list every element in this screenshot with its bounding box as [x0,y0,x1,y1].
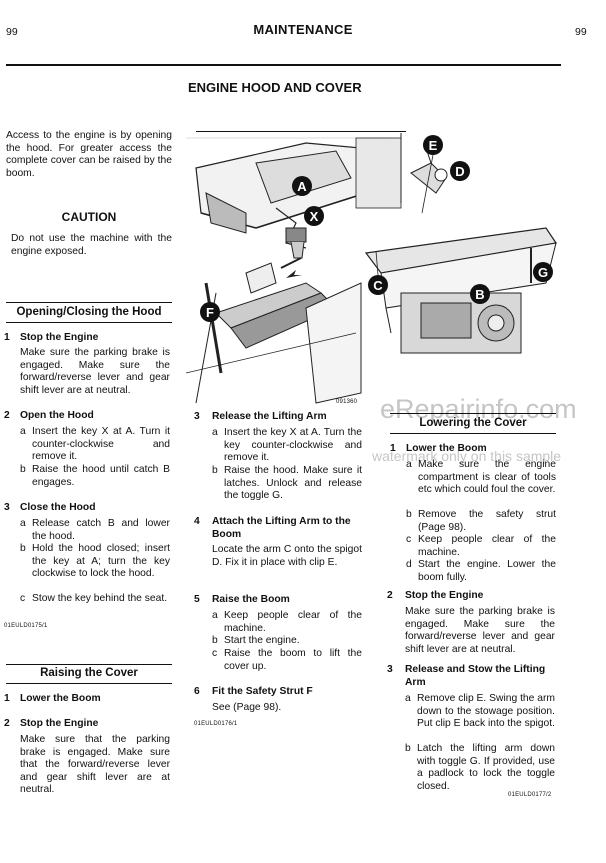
page-header: MAINTENANCE [253,22,353,37]
lowering-step-2-number: 2 [387,590,393,601]
opening-step-1-text: Make sure the parking brake is engaged. … [20,347,170,396]
raising-step-2-title: Stop the Engine [20,718,99,729]
opening-step-1-title: Stop the Engine [20,332,99,343]
raising-step-6-number: 6 [194,686,200,697]
figure-top-rule [196,131,406,132]
lowering-rule [390,413,556,414]
caution-title: CAUTION [61,210,117,224]
callout-a: A [292,176,312,196]
caution-text: Do not use the machine with the engine e… [11,233,172,257]
raising-step-2-number: 2 [4,718,10,729]
callout-b: B [470,284,490,304]
callout-c: C [368,275,388,295]
opening-step-1-number: 1 [4,332,10,343]
hood-closeup-drawing [186,137,402,259]
opening-step-2-title: Open the Hood [20,410,94,421]
lowering-step-1-title: Lower the Boom [406,443,487,454]
watermark-sub: watermark only on this sample [372,448,562,464]
opening-rule [6,302,172,303]
lowering-step-3-number: 3 [387,664,393,675]
opening-rule-bottom [6,322,172,323]
intro-text: Access to the engine is by opening the h… [6,130,172,179]
lowering-step-2-text: Make sure the parking brake is engaged. … [405,606,555,655]
raising-step-4-number: 4 [194,516,200,527]
raising-step-3-number: 3 [194,411,200,422]
raising-step-4-title: Attach the Lifting Arm to the Boom [212,516,351,540]
page-title: ENGINE HOOD AND COVER [188,80,362,95]
callout-f: F [200,302,220,322]
raising-code: 01EULD0176/1 [194,721,238,727]
raising-step-5-title: Raise the Boom [212,594,290,605]
opening-step-3-number: 3 [4,502,10,513]
raising-step-5-number: 5 [194,594,200,605]
opening-section-title: Opening/Closing the Hood [16,306,162,318]
lowering-rule-bottom [390,433,556,434]
figure-code: 091360 [336,399,358,405]
opening-step-2-number: 2 [4,410,10,421]
svg-text:C: C [373,278,383,293]
lowering-step-3-title: Release and Stow the Lifting Arm [405,664,546,688]
lowering-step-1-number: 1 [390,443,396,454]
raising-step-1-title: Lower the Boom [20,693,101,704]
raising-step-6-text: See (Page 98). [212,702,282,713]
raising-step-3-title: Release the Lifting Arm [212,411,327,422]
svg-text:F: F [206,305,214,320]
callout-e: E [423,135,443,155]
callout-x: X [304,206,324,226]
raising-step-6-title: Fit the Safety Strut F [212,686,313,697]
svg-text:E: E [429,138,438,153]
svg-text:X: X [310,209,319,224]
page-number-right: 99 [575,26,587,38]
engine-hood-illustration: A X E D C B G F [186,133,558,404]
lowering-step-2-title: Stop the Engine [405,590,484,601]
raising-step-2-text: Make sure that the parking brake is enga… [20,734,170,796]
svg-text:D: D [455,164,464,179]
lowering-section-title: Lowering the Cover [419,417,527,429]
raising-section-title: Raising the Cover [40,667,138,679]
svg-text:A: A [297,179,307,194]
raised-cover-drawing [364,227,558,354]
header-rule [6,64,561,66]
raising-rule [6,664,172,665]
watermark-main: eRepairinfo.com [380,394,577,424]
svg-text:B: B [475,287,484,302]
raising-step-1-number: 1 [4,693,10,704]
boom-lifting-arm-drawing [186,257,362,404]
lowering-code: 01EULD0177/2 [508,792,552,798]
svg-text:G: G [538,265,548,280]
opening-step-3-title: Close the Hood [20,502,96,513]
callout-d: D [450,161,470,181]
opening-code: 01EULD0175/1 [4,623,48,629]
raising-step-4-text: Locate the arm C onto the spigot D. Fix … [212,544,362,568]
page-number-left: 99 [6,26,18,38]
raising-rule-bottom [6,683,172,684]
callout-g: G [533,262,553,282]
